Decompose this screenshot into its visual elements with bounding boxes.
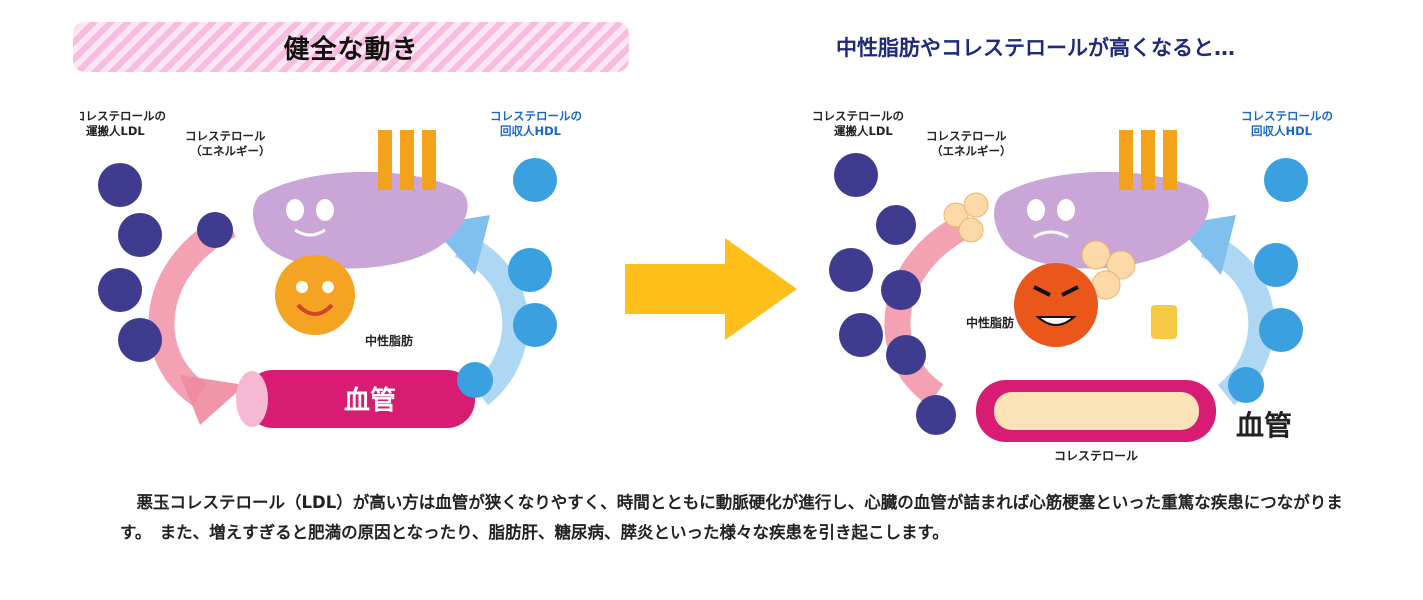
mascot-smile — [296, 303, 334, 316]
unhealthy-energy-label-line2: （エネルギー） — [931, 144, 1012, 158]
unhealthy-vessel-label: 血管 — [1236, 409, 1292, 442]
liver-frown — [1033, 230, 1069, 239]
healthy-fat-label: 中性脂肪 — [365, 333, 413, 348]
healthy-hdl-label-line2: 回収人HDL — [500, 124, 562, 138]
ldl-flow-arrow — [884, 213, 973, 406]
healthy-ldl-label-line1: コレステロールの — [80, 109, 166, 123]
healthy-diagram: 血管 中性脂肪 コレステロールの 運搬人LDL コレステロール （エネルギー） … — [80, 109, 582, 428]
unhealthy-fat-label: 中性脂肪 — [966, 315, 1014, 330]
vessel-plaque — [994, 392, 1199, 430]
liver-eye-left — [1027, 199, 1045, 221]
triglyceride-mascot — [275, 255, 355, 335]
unhealthy-ldl-label-line2: 運搬人LDL — [834, 124, 893, 138]
beer-mug-icon — [1151, 305, 1177, 339]
chimney-2 — [400, 130, 414, 190]
vessel — [245, 370, 475, 428]
description-text: 悪玉コレステロール（LDL）が高い方は血管が狭くなりやすく、時間とともに動脈硬化… — [120, 493, 1343, 542]
unhealthy-illustration: 血管 コレステロール 中性脂肪 コレステロールの 運搬人LDL コレステロール … — [806, 95, 1346, 465]
unhealthy-hdl-label-line1: コレステロールの — [1241, 109, 1333, 123]
unhealthy-cholesterol-label: コレステロール — [1054, 449, 1138, 463]
healthy-illustration: 血管 中性脂肪 コレステロールの 運搬人LDL コレステロール （エネルギー） … — [80, 95, 600, 465]
ldl-flow-arrow — [148, 213, 237, 406]
chimney-1 — [1119, 130, 1133, 190]
chimney-3 — [422, 130, 436, 190]
mascot-brow-left — [1033, 285, 1051, 297]
unhealthy-diagram: 血管 コレステロール 中性脂肪 コレステロールの 運搬人LDL コレステロール … — [812, 109, 1333, 463]
ldl-germs — [98, 163, 233, 362]
hdl-germs — [457, 158, 557, 398]
hdl-flow-arrow — [454, 233, 529, 406]
fat-globules — [943, 192, 1136, 300]
ldl-germs — [829, 153, 956, 435]
unhealthy-energy-label-line1: コレステロール — [926, 129, 1007, 143]
liver-smile — [294, 228, 326, 237]
chimney-2 — [1141, 130, 1155, 190]
angry-triglyceride-mascot — [1014, 263, 1098, 347]
transition-arrow — [625, 238, 797, 340]
mascot-brow-right — [1061, 285, 1079, 297]
chimney-3 — [1163, 130, 1177, 190]
unhealthy-ldl-label-line1: コレステロールの — [812, 109, 904, 123]
unhealthy-title: 中性脂肪やコレステロールが高くなると… — [836, 36, 1235, 60]
chimney-1 — [378, 130, 392, 190]
healthy-energy-label-line2: （エネルギー） — [190, 144, 271, 158]
unhealthy-hdl-label-line2: 回収人HDL — [1251, 124, 1313, 138]
healthy-vessel-label: 血管 — [344, 386, 396, 416]
mascot-eye-left — [296, 281, 308, 293]
mascot-mouth — [1035, 316, 1077, 326]
mascot-eye-right — [322, 281, 334, 293]
ldl-flow-arrowhead — [180, 375, 245, 425]
healthy-hdl-label-line1: コレステロールの — [490, 109, 582, 123]
healthy-header: 健全な動き — [73, 22, 629, 72]
healthy-ldl-label-line2: 運搬人LDL — [86, 124, 145, 138]
liver — [253, 171, 468, 269]
hdl-germs — [1228, 158, 1308, 403]
healthy-title: 健全な動き — [283, 34, 419, 65]
vessel-opening — [236, 371, 268, 427]
liver-eye-left — [286, 199, 304, 221]
liver-eye-right — [316, 199, 334, 221]
liver-eye-right — [1057, 199, 1075, 221]
healthy-energy-label-line1: コレステロール — [185, 129, 266, 143]
liver — [994, 171, 1209, 269]
